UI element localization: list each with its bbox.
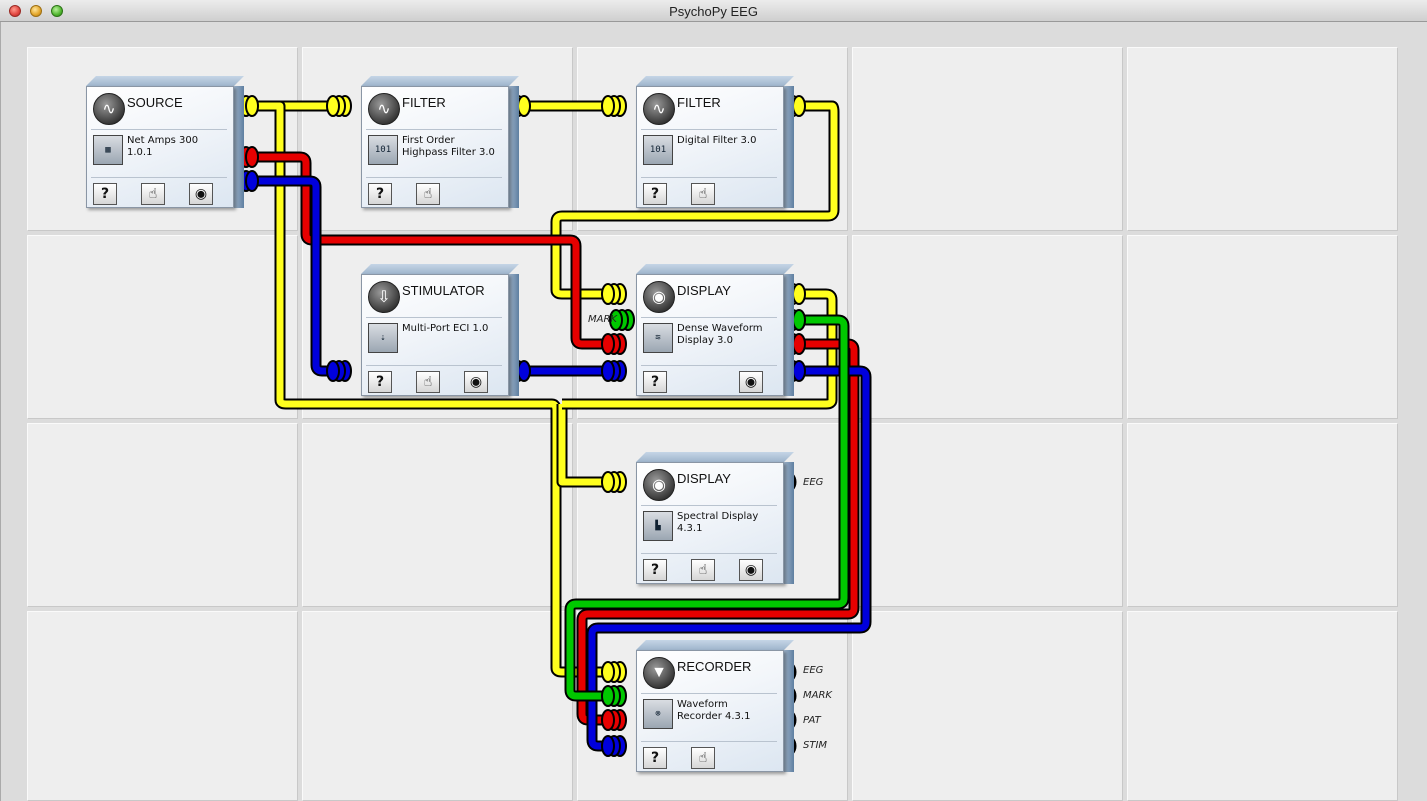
module-description: Digital Filter 3.0 <box>677 135 757 146</box>
grid-cell[interactable] <box>852 423 1123 607</box>
grid-cell[interactable] <box>27 611 298 801</box>
pointer-button[interactable]: ☝ <box>416 371 440 393</box>
module-filter-digital[interactable]: ∿ FILTER 101 Digital Filter 3.0 ? ☝ <box>636 76 794 208</box>
help-button[interactable]: ? <box>643 747 667 769</box>
binary-filter-icon[interactable]: 101 <box>368 135 398 165</box>
grid-cell[interactable] <box>852 235 1123 419</box>
module-description: First Order Highpass Filter 3.0 <box>402 135 495 158</box>
source-wave-icon: ∿ <box>93 93 125 125</box>
grid-cell[interactable] <box>1127 235 1398 419</box>
multiport-icon[interactable]: ⇣ <box>368 323 398 353</box>
grid-cell[interactable] <box>302 611 573 801</box>
grid-cell[interactable] <box>27 423 298 607</box>
module-title: RECORDER <box>677 659 752 674</box>
eye-icon: ◉ <box>643 469 675 501</box>
stimulator-arrow-icon: ⇩ <box>368 281 400 313</box>
port-label-mark: MARK <box>803 690 832 701</box>
window-title: PsychoPy EEG <box>669 4 758 19</box>
pointer-button[interactable]: ☝ <box>691 183 715 205</box>
eye-button[interactable]: ◉ <box>739 559 763 581</box>
module-description: Multi-Port ECI 1.0 <box>402 323 489 334</box>
minimize-window-button[interactable] <box>30 5 42 17</box>
port-label-eeg: EEG <box>803 477 824 488</box>
filter-wave-icon: ∿ <box>643 93 675 125</box>
help-button[interactable]: ? <box>93 183 117 205</box>
port-label-eeg: EEG <box>803 665 824 676</box>
recorder-icon: ▼ <box>643 657 675 689</box>
help-button[interactable]: ? <box>643 371 667 393</box>
eye-button[interactable]: ◉ <box>464 371 488 393</box>
module-title: DISPLAY <box>677 471 731 486</box>
grid-cell[interactable] <box>27 235 298 419</box>
module-title: FILTER <box>402 95 446 110</box>
help-button[interactable]: ? <box>368 371 392 393</box>
waveform-icon[interactable]: ≋ <box>643 323 673 353</box>
help-button[interactable]: ? <box>643 559 667 581</box>
module-description: Spectral Display 4.3.1 <box>677 511 759 534</box>
eye-icon: ◉ <box>643 281 675 313</box>
module-title: FILTER <box>677 95 721 110</box>
module-title: DISPLAY <box>677 283 731 298</box>
grid-cell[interactable] <box>1127 423 1398 607</box>
module-description: Dense Waveform Display 3.0 <box>677 323 763 346</box>
module-title: STIMULATOR <box>402 283 485 298</box>
grid-cell[interactable] <box>302 423 573 607</box>
eye-button[interactable]: ◉ <box>739 371 763 393</box>
eye-button[interactable]: ◉ <box>189 183 213 205</box>
binary-filter-icon[interactable]: 101 <box>643 135 673 165</box>
close-window-button[interactable] <box>9 5 21 17</box>
net-amps-icon[interactable]: ▦ <box>93 135 123 165</box>
pointer-button[interactable]: ☝ <box>141 183 165 205</box>
port-label-pat: PAT <box>803 715 821 726</box>
port-label-stim: STIM <box>803 740 828 751</box>
pointer-button[interactable]: ☝ <box>691 747 715 769</box>
help-button[interactable]: ? <box>368 183 392 205</box>
grid-cell[interactable] <box>1127 611 1398 801</box>
port-label-mark: MARK <box>588 314 617 325</box>
pointer-button[interactable]: ☝ <box>416 183 440 205</box>
title-bar: PsychoPy EEG <box>0 0 1427 22</box>
spectrum-icon[interactable]: ▙ <box>643 511 673 541</box>
grid-cell[interactable] <box>1127 47 1398 231</box>
pointer-button[interactable]: ☝ <box>691 559 715 581</box>
module-stimulator[interactable]: ⇩ STIMULATOR ⇣ Multi-Port ECI 1.0 ? ☝ ◉ <box>361 264 519 396</box>
disk-icon[interactable]: ⊗ <box>643 699 673 729</box>
module-display-dense-waveform[interactable]: ◉ DISPLAY ≋ Dense Waveform Display 3.0 ?… <box>636 264 794 396</box>
module-description: Net Amps 300 1.0.1 <box>127 135 199 158</box>
module-title: SOURCE <box>127 95 183 110</box>
filter-wave-icon: ∿ <box>368 93 400 125</box>
zoom-window-button[interactable] <box>51 5 63 17</box>
module-filter-highpass[interactable]: ∿ FILTER 101 First Order Highpass Filter… <box>361 76 519 208</box>
grid-cell[interactable] <box>852 611 1123 801</box>
help-button[interactable]: ? <box>643 183 667 205</box>
module-recorder[interactable]: ▼ RECORDER ⊗ Waveform Recorder 4.3.1 ? ☝ <box>636 640 794 772</box>
module-description: Waveform Recorder 4.3.1 <box>677 699 751 722</box>
module-display-spectral[interactable]: ◉ DISPLAY ▙ Spectral Display 4.3.1 ? ☝ ◉ <box>636 452 794 584</box>
module-source[interactable]: ∿ SOURCE ▦ Net Amps 300 1.0.1 ? ☝ ◉ <box>86 76 244 208</box>
grid-cell[interactable] <box>852 47 1123 231</box>
